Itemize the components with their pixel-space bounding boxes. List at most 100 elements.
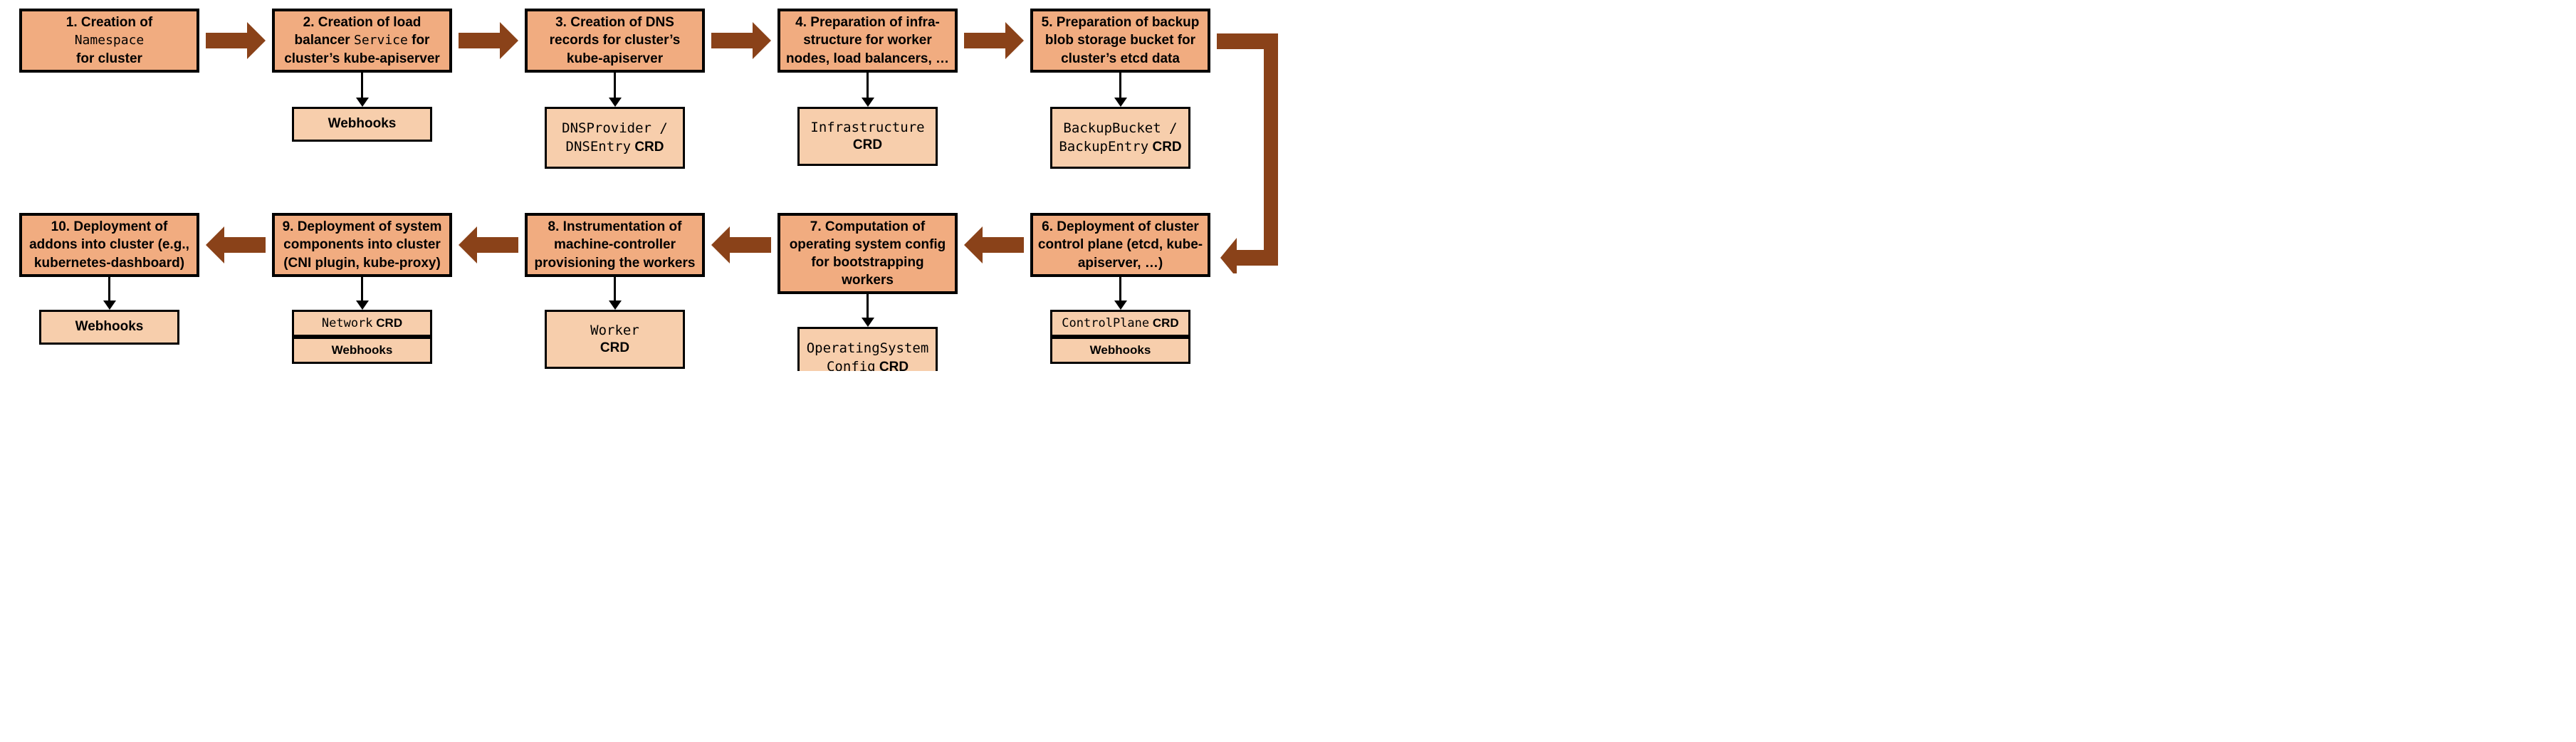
step-5-box: 5. Preparation of backup blob storage bu… xyxy=(1030,9,1210,73)
elbow-arrow-5-to-6 xyxy=(1217,33,1278,273)
step-6-crd-box: ControlPlane CRD xyxy=(1050,310,1190,338)
step-10: 10. Deployment of addons into cluster (e… xyxy=(19,213,199,345)
step-4-title: 4. Preparation of infra-structure for wo… xyxy=(784,14,951,67)
step-9-box: 9. Deployment of system components into … xyxy=(272,213,452,277)
crd-suffix-label: CRD xyxy=(879,360,909,371)
step-10-title: 10. Deployment of addons into cluster (e… xyxy=(26,218,193,271)
step-3: 3. Creation of DNS records for cluster’s… xyxy=(525,9,705,169)
crd-resource-name: Infrastructure xyxy=(810,119,925,135)
step-2-webhooks-box: Webhooks xyxy=(292,107,432,142)
arrow-right-icon xyxy=(964,22,1024,59)
arrow-left-icon xyxy=(964,226,1024,263)
connector-arrow-step-3 xyxy=(608,73,622,107)
step-3-crd-box: DNSProvider / DNSEntry CRD xyxy=(545,107,685,169)
arrow-down-icon xyxy=(608,301,622,310)
flow-arrow-4-5 xyxy=(958,21,1030,61)
step-7-title-text: 7. Computation of operating system confi… xyxy=(789,219,946,288)
arrow-right-icon xyxy=(711,22,771,59)
connector-arrow-step-5 xyxy=(1114,73,1128,107)
crd-suffix-label: CRD xyxy=(600,340,630,355)
webhooks-label: Webhooks xyxy=(1089,343,1151,357)
crd-suffix-label: CRD xyxy=(1152,316,1179,330)
webhooks-label: Webhooks xyxy=(75,319,144,334)
webhooks-label: Webhooks xyxy=(331,343,393,357)
crd-resource-name: Worker xyxy=(590,322,639,338)
arrow-down-icon xyxy=(355,301,369,310)
step-2-title-text: 2. Creation of load balancer xyxy=(294,15,422,48)
step-1: 1. Creation of Namespace for cluster xyxy=(19,9,199,73)
step-3-title: 3. Creation of DNS records for cluster’s… xyxy=(531,14,698,67)
arrow-left-icon xyxy=(711,226,771,263)
crd-suffix-label: CRD xyxy=(1152,139,1182,155)
step-10-webhooks-box: Webhooks xyxy=(39,310,179,345)
webhooks-label: Webhooks xyxy=(328,116,397,131)
arrow-down-icon xyxy=(1114,98,1127,107)
flow-arrow-6-7 xyxy=(958,225,1030,265)
connector-arrow-step-6 xyxy=(1114,277,1128,310)
flow-arrow-2-3 xyxy=(452,21,525,61)
arrow-right-icon xyxy=(206,22,266,59)
step-1-title-text-2: for cluster xyxy=(76,51,142,66)
step-7-box: 7. Computation of operating system confi… xyxy=(777,213,958,295)
crd-resource-name: ControlPlane xyxy=(1062,316,1150,330)
step-6: 6. Deployment of cluster control plane (… xyxy=(1030,213,1210,365)
flow-arrow-8-9 xyxy=(452,225,525,265)
step-10-box: 10. Deployment of addons into cluster (e… xyxy=(19,213,199,277)
step-8-box: 8. Instrumentation of machine-controller… xyxy=(525,213,705,277)
step-8: 8. Instrumentation of machine-controller… xyxy=(525,213,705,369)
step-9: 9. Deployment of system components into … xyxy=(272,213,452,365)
crd-suffix-label: CRD xyxy=(852,137,883,152)
step-6-title-text: 6. Deployment of cluster control plane (… xyxy=(1037,219,1203,271)
step-2-title: 2. Creation of load balancer Service for… xyxy=(278,14,446,67)
step-2-box: 2. Creation of load balancer Service for… xyxy=(272,9,452,73)
step-4: 4. Preparation of infra-structure for wo… xyxy=(777,9,958,166)
step-7: 7. Computation of operating system confi… xyxy=(777,213,958,371)
arrow-down-icon xyxy=(861,318,874,328)
arrow-down-icon xyxy=(103,301,116,310)
arrow-left-icon xyxy=(206,226,266,263)
connector-arrow-step-9 xyxy=(355,277,370,310)
arrow-down-icon xyxy=(355,98,369,107)
flow-row-bottom: 10. Deployment of addons into cluster (e… xyxy=(19,213,1210,371)
step-9-crd-box: Network CRD xyxy=(292,310,432,338)
step-8-title-text: 8. Instrumentation of machine-controller… xyxy=(534,219,696,271)
step-3-box: 3. Creation of DNS records for cluster’s… xyxy=(525,9,705,73)
crd-resource-name: Network xyxy=(321,316,373,330)
step-4-box: 4. Preparation of infra-structure for wo… xyxy=(777,9,958,73)
step-1-box: 1. Creation of Namespace for cluster xyxy=(19,9,199,73)
flow-arrow-3-4 xyxy=(705,21,777,61)
crd-resource-name: BackupBucket / BackupEntry xyxy=(1059,120,1178,155)
step-5-title: 5. Preparation of backup blob storage bu… xyxy=(1037,14,1204,67)
step-2-resource-name: Service xyxy=(353,33,408,48)
step-8-crd-box: Worker CRD xyxy=(545,310,685,369)
step-7-title: 7. Computation of operating system confi… xyxy=(784,218,951,289)
flow-row-top: 1. Creation of Namespace for cluster 2. … xyxy=(19,9,1210,169)
step-2-title-text-2: for cluster’s kube-apiserver xyxy=(284,33,440,66)
crd-resource-name: DNSProvider / DNSEntry xyxy=(562,120,668,155)
connector-arrow-step-2 xyxy=(355,73,370,107)
step-6-webhooks-box: Webhooks xyxy=(1050,337,1190,365)
step-3-title-text: 3. Creation of DNS records for cluster’s… xyxy=(549,15,681,66)
connector-arrow-step-7 xyxy=(861,294,875,328)
flow-arrow-7-8 xyxy=(705,225,777,265)
cluster-creation-flow-diagram: 1. Creation of Namespace for cluster 2. … xyxy=(0,0,1288,371)
arrow-left-icon xyxy=(459,226,518,263)
arrow-down-icon xyxy=(608,98,622,107)
arrow-down-icon xyxy=(1114,301,1127,310)
crd-resource-name: OperatingSystem Config xyxy=(806,340,929,371)
step-9-webhooks-box: Webhooks xyxy=(292,337,432,365)
step-5-title-text: 5. Preparation of backup blob storage bu… xyxy=(1041,15,1200,66)
step-8-title: 8. Instrumentation of machine-controller… xyxy=(531,218,698,271)
step-2: 2. Creation of load balancer Service for… xyxy=(272,9,452,142)
step-7-crd-box: OperatingSystem Config CRD xyxy=(797,327,938,371)
flow-arrow-1-2 xyxy=(199,21,272,61)
step-5: 5. Preparation of backup blob storage bu… xyxy=(1030,9,1210,169)
arrow-down-icon xyxy=(861,98,874,107)
connector-arrow-step-10 xyxy=(103,277,117,310)
crd-suffix-label: CRD xyxy=(634,139,664,155)
step-4-crd-box: Infrastructure CRD xyxy=(797,107,938,166)
step-9-title: 9. Deployment of system components into … xyxy=(278,218,446,271)
flow-arrow-9-10 xyxy=(199,225,272,265)
step-5-crd-box: BackupBucket / BackupEntry CRD xyxy=(1050,107,1190,169)
arrow-right-icon xyxy=(459,22,518,59)
